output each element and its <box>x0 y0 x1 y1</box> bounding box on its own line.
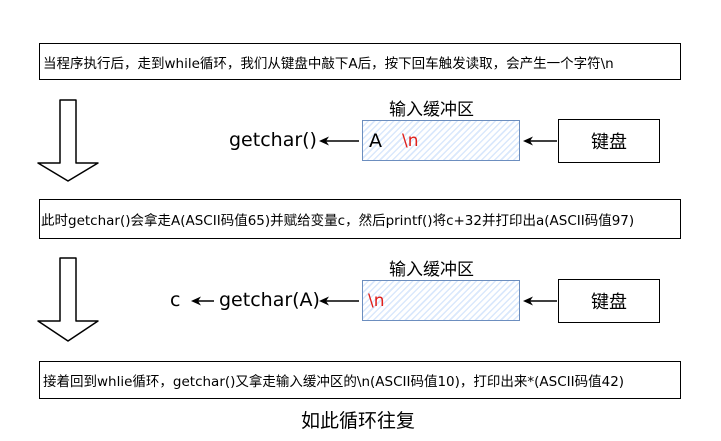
buffer-title-2: 输入缓冲区 <box>389 260 474 280</box>
keyboard-box-1: 键盘 <box>558 119 660 163</box>
arrowhead-buffer-to-getchar-2 <box>319 296 329 306</box>
input-buffer-2: \n <box>362 280 520 321</box>
buffer-title-1: 输入缓冲区 <box>389 100 474 120</box>
getchar-label-1: getchar() <box>229 129 317 151</box>
step1-text: 当程序执行后，走到while循环，我们从键盘中敲下A后，按下回车触发读取，会产生… <box>43 55 614 72</box>
arrowhead-keyboard-to-buffer-1 <box>523 136 533 146</box>
step3-text: 接着回到whlie循环，getchar()又拿走输入缓冲区的\n(ASCII码值… <box>43 374 625 390</box>
arrowhead-keyboard-to-buffer-2 <box>523 296 533 306</box>
variable-c-label: c <box>170 289 181 311</box>
keyboard-label-2: 键盘 <box>591 292 627 313</box>
step2-box: 此时getchar()会拿走A(ASCII码值65)并赋给变量c，然后print… <box>39 199 681 239</box>
arrowhead-getchar-to-c <box>191 296 201 306</box>
input-buffer-1: A \n <box>362 120 520 161</box>
footer-text: 如此循环往复 <box>301 410 416 432</box>
step1-box: 当程序执行后，走到while循环，我们从键盘中敲下A后，按下回车触发读取，会产生… <box>39 43 681 80</box>
buffer-char-newline: \n <box>402 130 419 151</box>
arrowhead-buffer-to-getchar-1 <box>319 136 329 146</box>
keyboard-box-2: 键盘 <box>558 279 660 323</box>
down-arrow-1 <box>37 99 99 182</box>
buffer-char-a: A <box>369 129 382 152</box>
getchar-label-2: getchar(A) <box>219 289 320 311</box>
step2-text: 此时getchar()会拿走A(ASCII码值65)并赋给变量c，然后print… <box>41 213 635 229</box>
step3-box: 接着回到whlie循环，getchar()又拿走输入缓冲区的\n(ASCII码值… <box>39 361 681 399</box>
buffer-char-newline-2: \n <box>368 290 385 311</box>
keyboard-label-1: 键盘 <box>591 132 627 153</box>
down-arrow-2 <box>37 257 99 342</box>
